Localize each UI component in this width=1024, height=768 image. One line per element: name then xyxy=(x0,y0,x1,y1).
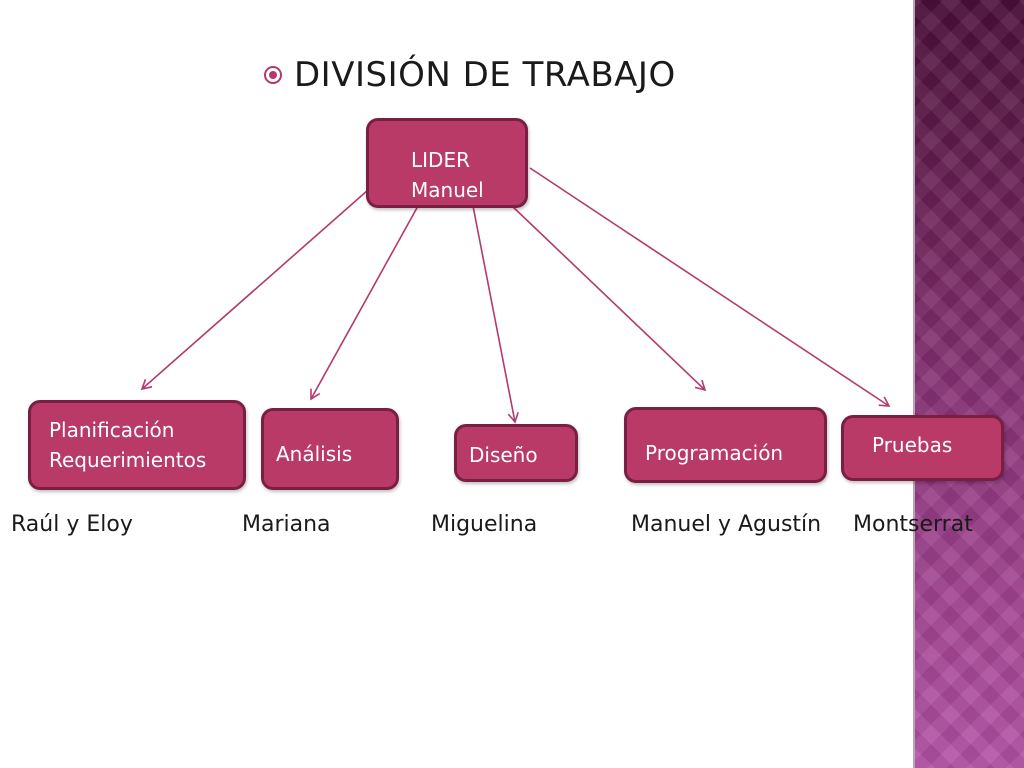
team-label: Diseño xyxy=(469,443,538,467)
members-analisis: Mariana xyxy=(242,512,331,537)
team-label: Pruebas xyxy=(872,433,953,457)
leader-role: LIDER xyxy=(411,148,470,172)
connector-diseno xyxy=(472,205,519,424)
connector-analisis xyxy=(310,205,419,401)
team-label: Análisis xyxy=(276,442,353,466)
connector-programacion xyxy=(511,205,707,392)
team-node-pruebas: Pruebas xyxy=(841,415,1004,481)
connector-pruebas xyxy=(529,167,891,407)
side-decoration-band xyxy=(913,0,1024,768)
team-label-2: Requerimientos xyxy=(49,448,207,472)
leader-node: LIDER Manuel xyxy=(366,118,528,208)
team-node-planificacion: Planificación Requerimientos xyxy=(28,400,246,490)
team-node-programacion: Programación xyxy=(624,407,827,483)
connector-planificacion xyxy=(140,189,369,391)
title-text: DIVISIÓN DE TRABAJO xyxy=(294,55,676,95)
slide-title: DIVISIÓN DE TRABAJO xyxy=(264,52,676,98)
team-label: Programación xyxy=(645,441,784,465)
members-pruebas: Montserrat xyxy=(853,512,973,537)
members-programacion: Manuel y Agustín xyxy=(631,512,822,537)
team-label: Planificación xyxy=(49,418,175,442)
members-planificacion: Raúl y Eloy xyxy=(11,512,133,537)
team-node-analisis: Análisis xyxy=(261,408,399,490)
members-diseno: Miguelina xyxy=(431,512,538,537)
team-node-diseno: Diseño xyxy=(454,424,578,482)
bullet-icon xyxy=(264,66,282,84)
leader-name: Manuel xyxy=(411,178,484,202)
